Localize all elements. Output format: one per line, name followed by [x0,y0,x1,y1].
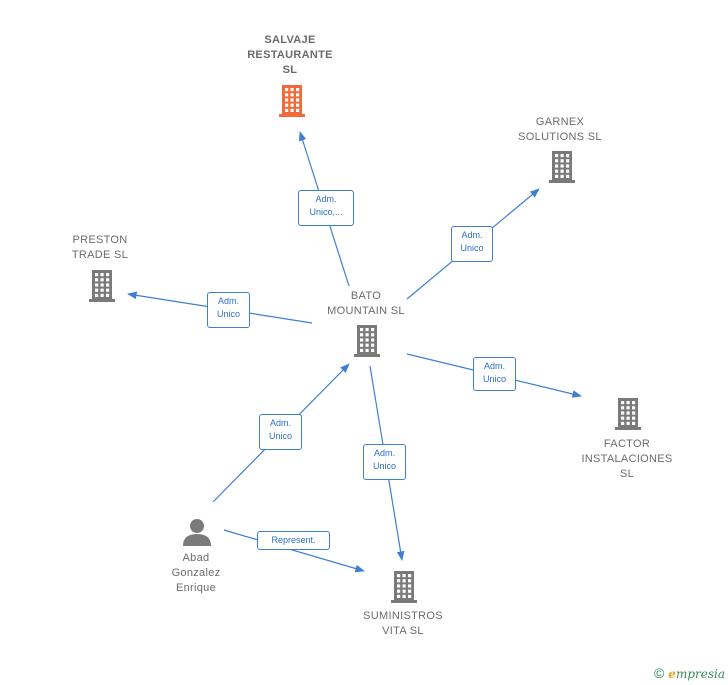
edge-label-line: Adm. [373,448,395,458]
node-label-factor[interactable]: FACTOR INSTALACIONES SL [567,437,687,482]
building-icon [279,85,305,117]
edge-label-line: Unico [482,374,506,384]
node-label-line: PRESTON [72,234,128,246]
edge-label-line: Adm. [483,361,505,371]
node-label-line: SALVAJE [264,34,316,46]
node-label-suministros[interactable]: SUMINISTROS VITA SL [343,609,463,639]
edge-label-bato-salvaje[interactable]: Adm. Unico,... [298,190,354,226]
node-label-line: Abad [182,552,210,564]
edge-label-line: Adm. [461,230,483,240]
edge-label-line: Represent. [271,535,316,545]
edge-label-line: Adm. [269,418,291,428]
building-icon [391,571,417,603]
node-label-line: SOLUTIONS SL [518,131,602,143]
edge-label-line: Unico [460,243,484,253]
building-icon [354,325,380,357]
edge-label-line: Unico [372,461,396,471]
node-label-line: BATO [350,290,382,302]
node-label-line: SL [619,468,635,480]
node-label-preston[interactable]: PRESTON TRADE SL [40,233,160,263]
building-icon [615,398,641,430]
edge-label-bato-preston[interactable]: Adm. Unico [207,292,250,328]
node-label-line: TRADE SL [71,249,129,261]
node-label-line: MOUNTAIN SL [327,305,405,317]
edge-label-line: Unico [268,431,292,441]
edge-label-bato-suministros[interactable]: Adm. Unico [363,444,406,480]
edges-layer [127,131,582,573]
empresia-watermark: ©empresia [654,665,725,681]
edge-label-line: Unico [216,309,240,319]
building-icon [89,270,115,302]
edge-label-line: Adm. [315,194,337,204]
brand-logo: empresia [668,667,725,681]
node-label-line: RESTAURANTE [247,49,333,61]
node-label-line: Enrique [175,582,216,594]
node-label-salvaje[interactable]: SALVAJE RESTAURANTE SL [230,33,350,78]
person-icon [183,519,211,546]
copyright-symbol: © [653,665,665,681]
icons-layer [89,85,641,603]
edge-label-abad-bato[interactable]: Adm. Unico [259,414,302,450]
node-label-garnex[interactable]: GARNEX SOLUTIONS SL [500,115,620,145]
node-label-bato[interactable]: BATO MOUNTAIN SL [306,289,426,319]
node-label-line: SUMINISTROS [363,610,443,622]
node-label-line: Gonzalez [171,567,221,579]
edge-label-line: Adm. [217,296,239,306]
node-label-line: FACTOR [603,438,651,450]
node-label-line: VITA SL [382,625,424,637]
edge-label-bato-garnex[interactable]: Adm. Unico [451,226,493,262]
node-label-line: SL [282,64,298,76]
node-label-line: INSTALACIONES [581,453,673,465]
edge-label-bato-factor[interactable]: Adm. Unico [473,357,516,391]
edge-label-abad-suministros[interactable]: Represent. [257,531,330,550]
node-label-line: GARNEX [535,116,585,128]
building-icon [549,151,575,183]
edge-abad-suministros [223,529,365,573]
edge-label-line: Unico,... [309,207,343,217]
